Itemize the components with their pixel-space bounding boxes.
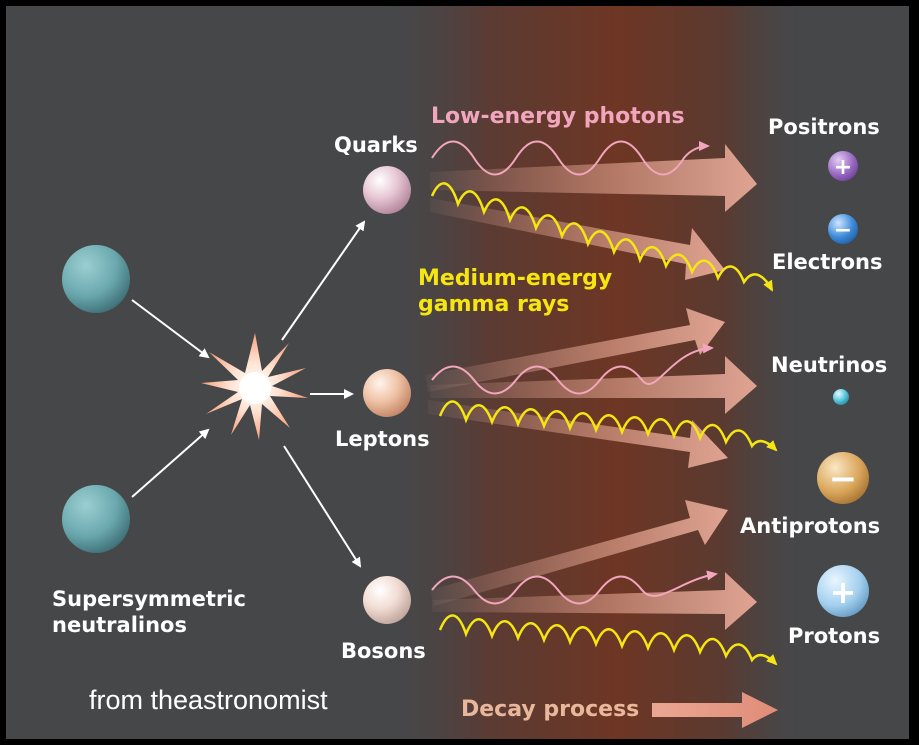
neutrino-particle [833, 389, 849, 405]
protons-label: Protons [788, 624, 880, 648]
neutralino-bottom [62, 485, 130, 553]
leptons-label: Leptons [335, 427, 430, 451]
quarks-label: Quarks [334, 133, 418, 157]
bosons-label: Bosons [341, 639, 426, 663]
antiprotons-label: Antiprotons [740, 514, 880, 538]
antiproton-minus-sign: − [829, 459, 858, 499]
lepton-particle [363, 369, 411, 417]
proton-plus-sign: + [830, 573, 857, 611]
neutralinos-label-line1: Supersymmetric [52, 587, 246, 611]
boson-particle [363, 576, 411, 624]
low-energy-photons-label: Low-energy photons [431, 104, 685, 129]
electrons-label: Electrons [772, 250, 883, 274]
positrons-label: Positrons [768, 115, 880, 139]
credit-text: from theastronomist [89, 685, 328, 716]
neutralinos-label-line2: neutralinos [52, 613, 187, 637]
positron-plus-sign: + [834, 155, 852, 180]
neutralino-top [62, 245, 130, 313]
decay-process-label: Decay process [461, 697, 639, 722]
quark-particle [363, 166, 411, 214]
medium-energy-label-line2: gamma rays [418, 292, 569, 317]
neutrinos-label: Neutrinos [771, 353, 887, 377]
medium-energy-label-line1: Medium-energy [418, 266, 612, 291]
electron-minus-sign: − [834, 218, 852, 243]
